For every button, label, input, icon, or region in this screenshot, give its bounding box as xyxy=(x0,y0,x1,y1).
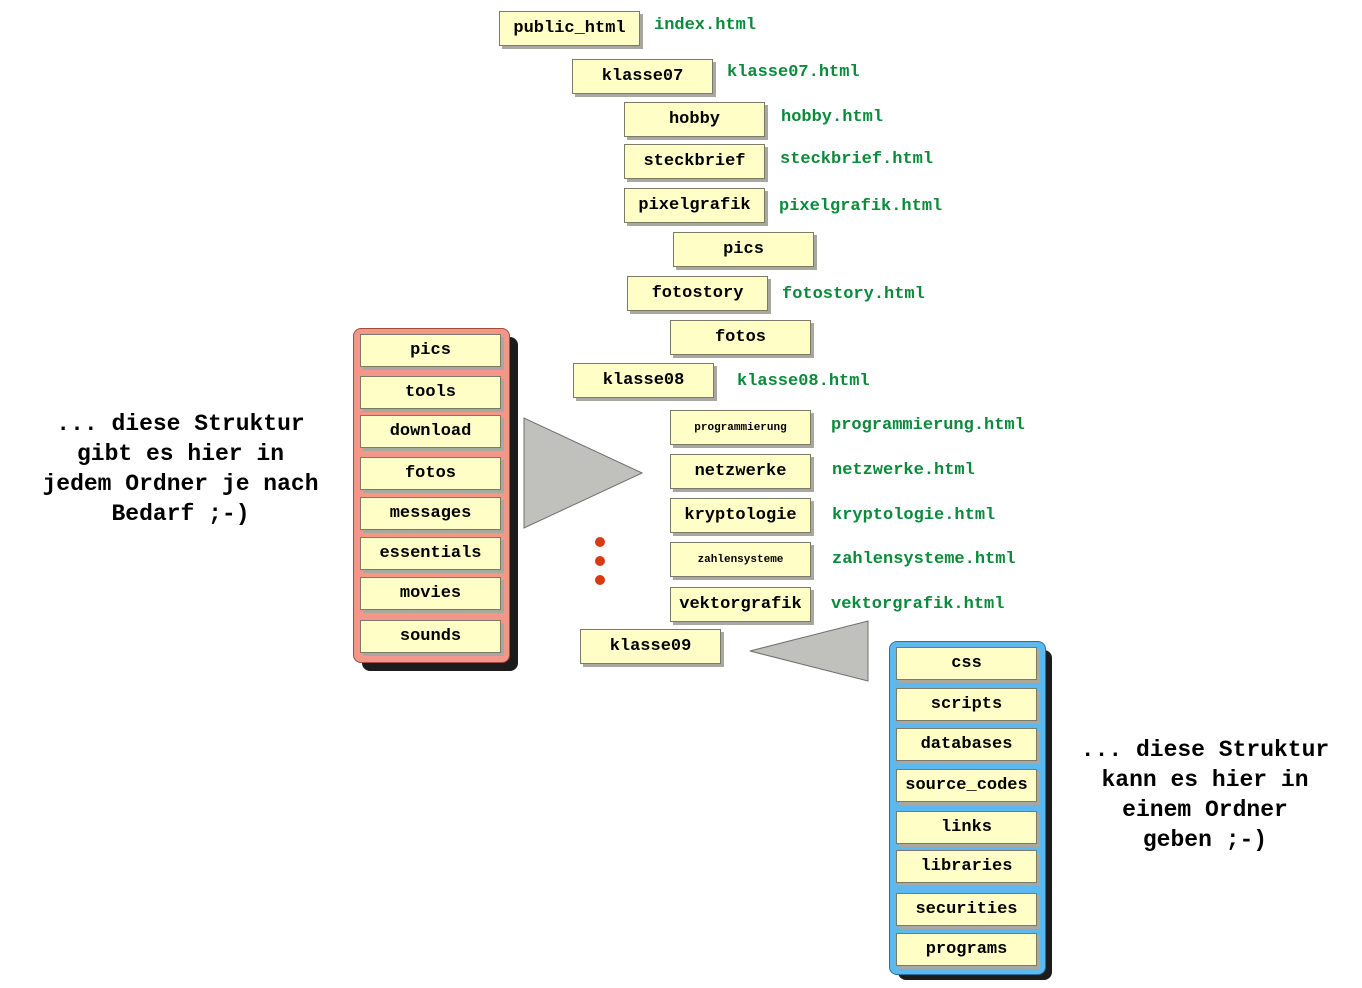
file-hobby-html[interactable]: hobby.html xyxy=(781,108,884,127)
subfolder-arrow xyxy=(523,417,644,529)
shared-note: ... diese Struktur kann es hier in einem… xyxy=(1080,737,1330,853)
shared-securities[interactable]: securities xyxy=(896,893,1037,926)
file-index-html[interactable]: index.html xyxy=(654,16,757,35)
shared-folder-arrow xyxy=(749,620,869,682)
folder-fotos[interactable]: fotos xyxy=(670,320,811,355)
ellipsis-dot xyxy=(595,537,605,547)
subfolder-sounds[interactable]: sounds xyxy=(360,620,501,653)
file-klasse08-html[interactable]: klasse08.html xyxy=(737,372,870,391)
folder-vektorgrafik[interactable]: vektorgrafik xyxy=(670,587,811,622)
folder-klasse08[interactable]: klasse08 xyxy=(573,363,714,398)
subfolder-pics[interactable]: pics xyxy=(360,334,501,367)
file-klasse07-html[interactable]: klasse07.html xyxy=(727,63,860,82)
file-netzwerke-html[interactable]: netzwerke.html xyxy=(832,461,975,480)
subfolder-movies[interactable]: movies xyxy=(360,577,501,610)
folder-klasse09[interactable]: klasse09 xyxy=(580,629,721,664)
shared-databases[interactable]: databases xyxy=(896,728,1037,761)
file-vektorgrafik-html[interactable]: vektorgrafik.html xyxy=(831,595,1005,614)
ellipsis-dot xyxy=(595,556,605,566)
file-pixelgrafik-html[interactable]: pixelgrafik.html xyxy=(779,197,943,216)
folder-zahlensysteme[interactable]: zahlensysteme xyxy=(670,542,811,577)
subfolder-note: ... diese Struktur gibt es hier in jedem… xyxy=(42,411,319,527)
folder-public-html[interactable]: public_html xyxy=(499,11,640,46)
subfolder-fotos[interactable]: fotos xyxy=(360,457,501,490)
folder-netzwerke[interactable]: netzwerke xyxy=(670,454,811,489)
folder-hobby[interactable]: hobby xyxy=(624,102,765,137)
file-programmierung-html[interactable]: programmierung.html xyxy=(831,416,1025,435)
file-zahlensysteme-html[interactable]: zahlensysteme.html xyxy=(832,550,1016,569)
folder-klasse07[interactable]: klasse07 xyxy=(572,59,713,94)
subfolder-essentials[interactable]: essentials xyxy=(360,537,501,570)
shared-css[interactable]: css xyxy=(896,647,1037,680)
shared-links[interactable]: links xyxy=(896,811,1037,844)
folder-programmierung[interactable]: programmierung xyxy=(670,410,811,445)
subfolder-download[interactable]: download xyxy=(360,415,501,448)
ellipsis-dot xyxy=(595,575,605,585)
subfolder-tools[interactable]: tools xyxy=(360,376,501,409)
shared-source-codes[interactable]: source_codes xyxy=(896,769,1037,802)
folder-steckbrief[interactable]: steckbrief xyxy=(624,144,765,179)
file-fotostory-html[interactable]: fotostory.html xyxy=(782,285,925,304)
folder-kryptologie[interactable]: kryptologie xyxy=(670,498,811,533)
folder-pixelgrafik[interactable]: pixelgrafik xyxy=(624,188,765,223)
subfolder-messages[interactable]: messages xyxy=(360,497,501,530)
shared-libraries[interactable]: libraries xyxy=(896,850,1037,883)
folder-fotostory[interactable]: fotostory xyxy=(627,276,768,311)
folder-pics[interactable]: pics xyxy=(673,232,814,267)
file-kryptologie-html[interactable]: kryptologie.html xyxy=(832,506,996,525)
shared-programs[interactable]: programs xyxy=(896,933,1037,966)
file-steckbrief-html[interactable]: steckbrief.html xyxy=(780,150,934,169)
shared-scripts[interactable]: scripts xyxy=(896,688,1037,721)
